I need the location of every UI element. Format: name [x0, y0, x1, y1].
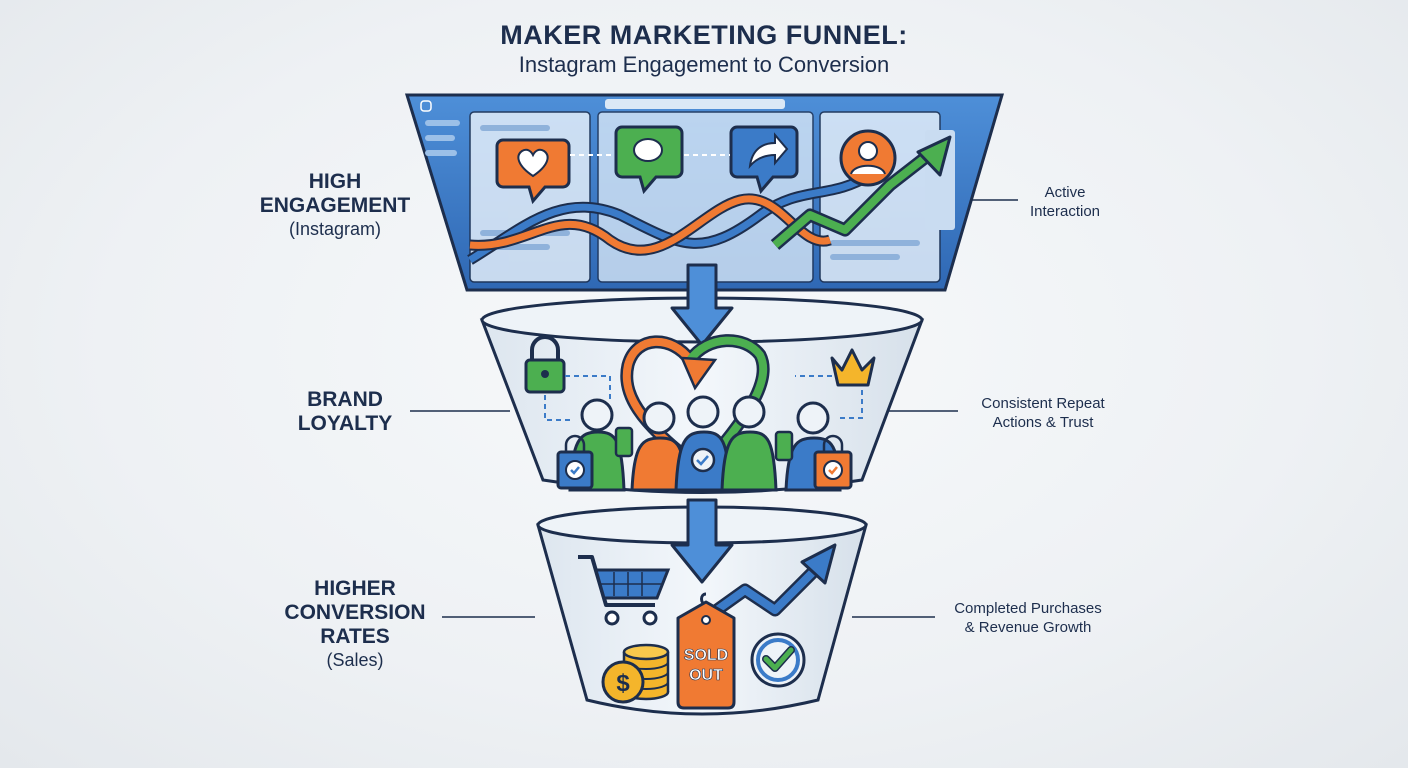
conversion-illustration: $ SOLD OUT: [578, 543, 837, 710]
phone-icon: [774, 430, 794, 462]
customer-figure: [630, 401, 688, 492]
flow-arrow: [670, 498, 734, 584]
stage-label-engagement: HIGH ENGAGEMENT (Instagram): [240, 170, 430, 240]
user-icon: [839, 129, 897, 187]
stage-label-loyalty: BRAND LOYALTY: [255, 388, 435, 436]
stage-sublabel: (Sales): [326, 650, 384, 670]
tag-line-2: OUT: [689, 667, 723, 684]
stage-label-line: RATES: [320, 625, 390, 648]
note-line: Interaction: [1029, 203, 1101, 220]
share-icon: [729, 125, 799, 195]
shopping-cart-icon: [578, 555, 671, 626]
page-subtitle: Instagram Engagement to Conversion: [518, 52, 890, 77]
stage-note-engagement: Active Interaction: [1010, 183, 1120, 221]
stage-label-line: HIGHER: [314, 577, 396, 600]
phone-icon: [614, 426, 634, 458]
crown-icon: [830, 348, 876, 387]
stage-label-line: HIGH: [308, 170, 362, 193]
note-line: Consistent Repeat: [981, 395, 1105, 412]
funnel-tier-engagement: [404, 93, 1005, 292]
price-tag-icon: SOLD OUT: [676, 592, 736, 710]
comment-icon: [614, 125, 684, 195]
customer-figure: [720, 395, 778, 492]
stage-label-line: LOYALTY: [297, 412, 393, 435]
shopping-bag-icon: [813, 434, 853, 490]
lock-icon: [524, 335, 566, 394]
engagement-wave-orange: [469, 195, 832, 254]
stage-note-loyalty: Consistent Repeat Actions & Trust: [958, 394, 1128, 432]
stage-label-line: BRAND: [307, 388, 383, 411]
note-line: Active: [1044, 184, 1086, 201]
coin-symbol: $: [616, 670, 630, 697]
checkmark-icon: [750, 632, 806, 688]
shopping-bag-icon: [556, 434, 594, 490]
tag-line-1: SOLD: [684, 647, 728, 664]
stage-label-line: CONVERSION: [284, 601, 426, 624]
heart-icon: [495, 138, 571, 205]
instagram-icon: [420, 100, 432, 112]
flow-arrow: [670, 263, 734, 347]
note-line: Completed Purchases: [954, 600, 1102, 617]
stage-label-conversion: HIGHER CONVERSION RATES (Sales): [255, 577, 455, 671]
loyalty-illustration: [524, 334, 876, 492]
stage-sublabel: (Instagram): [288, 219, 382, 239]
coins-icon: $: [601, 643, 670, 704]
note-line: Actions & Trust: [992, 414, 1094, 431]
stage-note-conversion: Completed Purchases & Revenue Growth: [938, 599, 1118, 637]
page-title: MAKER MARKETING FUNNEL:: [500, 20, 908, 50]
note-line: & Revenue Growth: [964, 619, 1092, 636]
stage-label-line: ENGAGEMENT: [259, 194, 411, 217]
